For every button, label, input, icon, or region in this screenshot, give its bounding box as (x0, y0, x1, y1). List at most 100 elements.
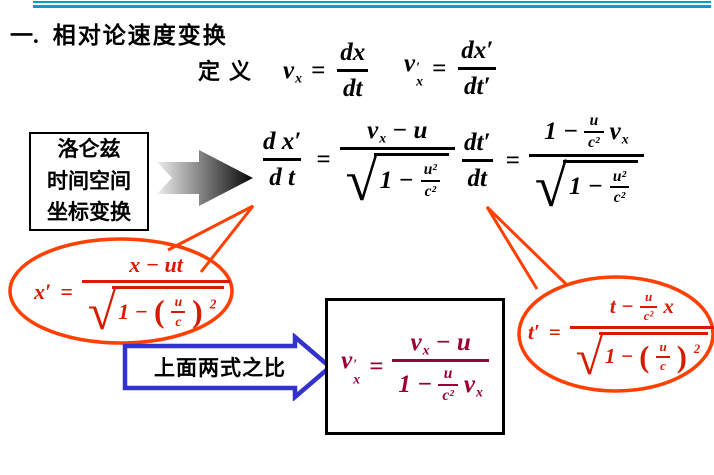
equals-sign: = (431, 55, 447, 82)
prime-sub-stack: ′x (416, 59, 423, 89)
u-c2-fraction: u c² (639, 289, 658, 324)
x-subscript: x (416, 73, 423, 89)
numerator: u² (423, 161, 437, 178)
numerator: t − u c² x (604, 289, 680, 326)
u-c-fraction: u c (171, 294, 187, 329)
v-letter: v (404, 49, 416, 77)
equals-sign: = (505, 146, 520, 174)
right-paren: ) (676, 339, 687, 374)
gradient-right-arrow-icon (157, 150, 253, 206)
v-letter: v (609, 117, 621, 145)
rhs-fraction: x − ut √ 1 − ( u c ) 2 (81, 252, 231, 341)
right-paren: ) (192, 293, 203, 329)
tprime-symbol: t′ (528, 320, 540, 345)
radicand: 1 − u² c² (562, 159, 639, 210)
numerator: d x′ (263, 127, 302, 155)
denominator: dt (461, 158, 493, 193)
square-root: √ 1 − ( u c ) 2 (575, 329, 709, 385)
denominator: c² (609, 186, 630, 207)
exponent-2: 2 (209, 296, 217, 312)
one-minus: 1 − (379, 166, 414, 194)
vxprime-symbol: v′x (404, 50, 423, 89)
u-c2-fraction: u c² (584, 112, 604, 152)
xprime-symbol: x′ (34, 278, 52, 304)
x-subscript: x (379, 130, 387, 146)
v-letter: v (341, 347, 353, 375)
radicand: 1 − ( u c ) 2 (598, 331, 709, 376)
v-letter: v (367, 117, 379, 144)
radicand: 1 − ( u c ) 2 (112, 286, 225, 331)
x-subscript: x (621, 131, 629, 147)
denominator: √ 1 − ( u c ) 2 (81, 280, 231, 341)
one-minus: 1 − (604, 344, 634, 369)
v-letter: v (410, 328, 422, 356)
x-letter: x (663, 294, 674, 319)
u2-c2-fraction: u² c² (609, 168, 630, 208)
denominator: c² (420, 179, 441, 201)
left-paren: ( (153, 293, 165, 329)
square-root: √ 1 − ( u c ) 2 (87, 283, 225, 341)
radical-sign: √ (345, 147, 378, 213)
numerator: u (443, 364, 453, 382)
x-subscript: x (422, 342, 430, 358)
numerator: dx′ (461, 37, 494, 64)
u-c2-fraction: u c² (438, 365, 458, 405)
denominator: √ 1 − u² c² (339, 147, 455, 213)
numerator: dt′ (464, 128, 491, 156)
x-subscript: x (295, 70, 302, 86)
denominator: dt′ (458, 67, 497, 101)
numerator: u (659, 338, 667, 354)
prime-sub-stack: ′x (353, 356, 361, 387)
radical-sign: √ (575, 329, 603, 385)
minus-u: − u (435, 328, 471, 356)
equals-sign: = (316, 145, 331, 173)
radicand: 1 − u² c² (373, 153, 449, 203)
u2-c2-fraction: u² c² (420, 161, 441, 201)
denominator: c (171, 310, 186, 330)
one-minus: 1 − (544, 117, 579, 145)
exponent-2: 2 (693, 342, 701, 357)
numerator: u (589, 112, 599, 129)
formula-tprime-lorentz: t′ = t − u c² x √ 1 − ( u (528, 289, 714, 385)
denominator: c (656, 355, 670, 374)
title-text: 相对论速度变换 (52, 23, 228, 48)
dx-dt-fraction: dx dt (334, 39, 371, 103)
definition-label: 定义 (198, 59, 261, 84)
x-subscript: x (353, 371, 361, 387)
dxprime-dtprime-fraction: dx′ dt′ (455, 37, 499, 101)
prime-mark: ′ (353, 356, 358, 372)
denominator: √ 1 − u² c² (528, 153, 645, 216)
page-title: 一.相对论速度变换 (10, 16, 228, 50)
square-root: √ 1 − u² c² (535, 158, 639, 216)
lhs-fraction: dt′ dt (458, 129, 496, 193)
lhs-fraction: d x′ d t (257, 128, 307, 192)
right-callout-tail (485, 205, 568, 290)
equals-sign: = (369, 352, 384, 380)
one-minus: 1 − (118, 298, 148, 324)
lorentz-box-line3: 坐标变换 (47, 200, 131, 225)
denominator: c² (584, 130, 604, 152)
denominator: d t (263, 157, 301, 192)
title-underline-thin (33, 1, 711, 3)
lorentz-box-line1: 洛仑兹 (57, 137, 121, 162)
denominator: dt (337, 69, 369, 103)
prime-mark: ′ (416, 59, 420, 75)
formula-xprime-lorentz: x′ = x − ut √ 1 − ( u c ) 2 (34, 252, 231, 341)
radical-sign: √ (87, 283, 117, 341)
rhs-fraction: t − u c² x √ 1 − ( u c (569, 289, 714, 385)
